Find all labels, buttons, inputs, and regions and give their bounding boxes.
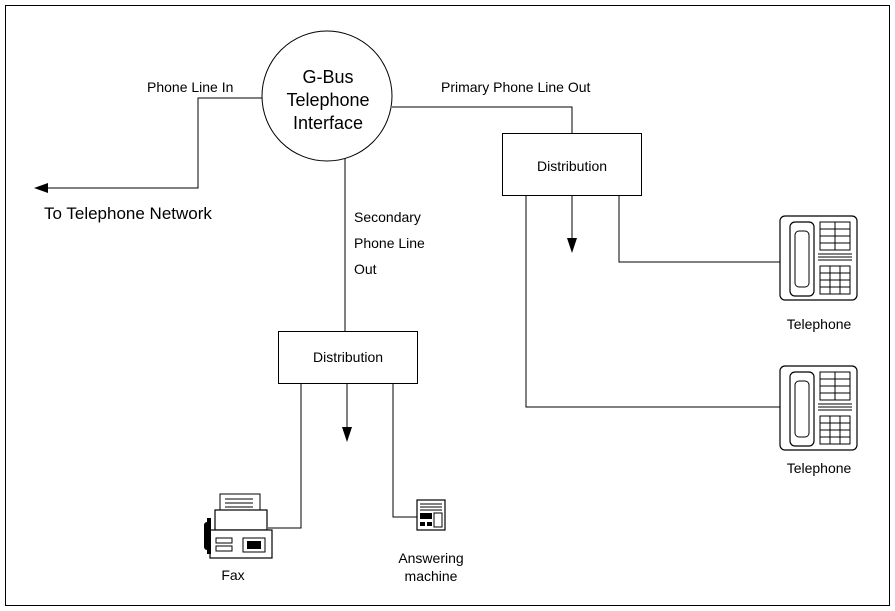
to-network-label: To Telephone Network <box>44 204 212 223</box>
interface-circle <box>261 30 393 162</box>
secondary-line-label-2: Phone Line <box>354 235 425 251</box>
distribution-secondary-label: Distribution <box>312 349 384 365</box>
distribution-secondary-box: Distribution <box>278 331 418 384</box>
interface-label-2: Telephone <box>286 90 370 110</box>
line-answering-machine <box>392 384 417 518</box>
line-telephone-2 <box>525 196 780 408</box>
primary-line-out-label: Primary Phone Line Out <box>441 79 591 95</box>
interface-label-3: Interface <box>292 113 364 133</box>
interface-label-1: G-Bus <box>302 67 354 87</box>
secondary-dist-arrow <box>342 427 352 442</box>
phone-line-in-label: Phone Line In <box>147 79 234 95</box>
telephone-icon <box>779 365 858 451</box>
fax-icon <box>204 493 273 559</box>
fax-label: Fax <box>221 567 245 583</box>
distribution-primary-box: Distribution <box>502 133 642 196</box>
secondary-line-label-1: Secondary <box>354 209 421 225</box>
answering-machine-label-1: Answering <box>398 550 464 566</box>
telephone-1-label: Telephone <box>786 316 852 332</box>
network-arrow <box>34 183 48 193</box>
line-telephone-1 <box>618 196 780 263</box>
answering-machine-label-2: machine <box>404 568 458 584</box>
secondary-line-label-3: Out <box>354 261 377 277</box>
line-fax <box>268 384 302 529</box>
answering-machine-icon <box>416 499 446 531</box>
diagram-frame <box>5 5 890 606</box>
network-line <box>42 97 262 189</box>
distribution-primary-label: Distribution <box>536 158 608 174</box>
primary-line <box>392 106 573 133</box>
telephone-icon <box>779 215 858 301</box>
telephone-2-label: Telephone <box>786 460 852 476</box>
primary-dist-arrow <box>567 238 577 253</box>
